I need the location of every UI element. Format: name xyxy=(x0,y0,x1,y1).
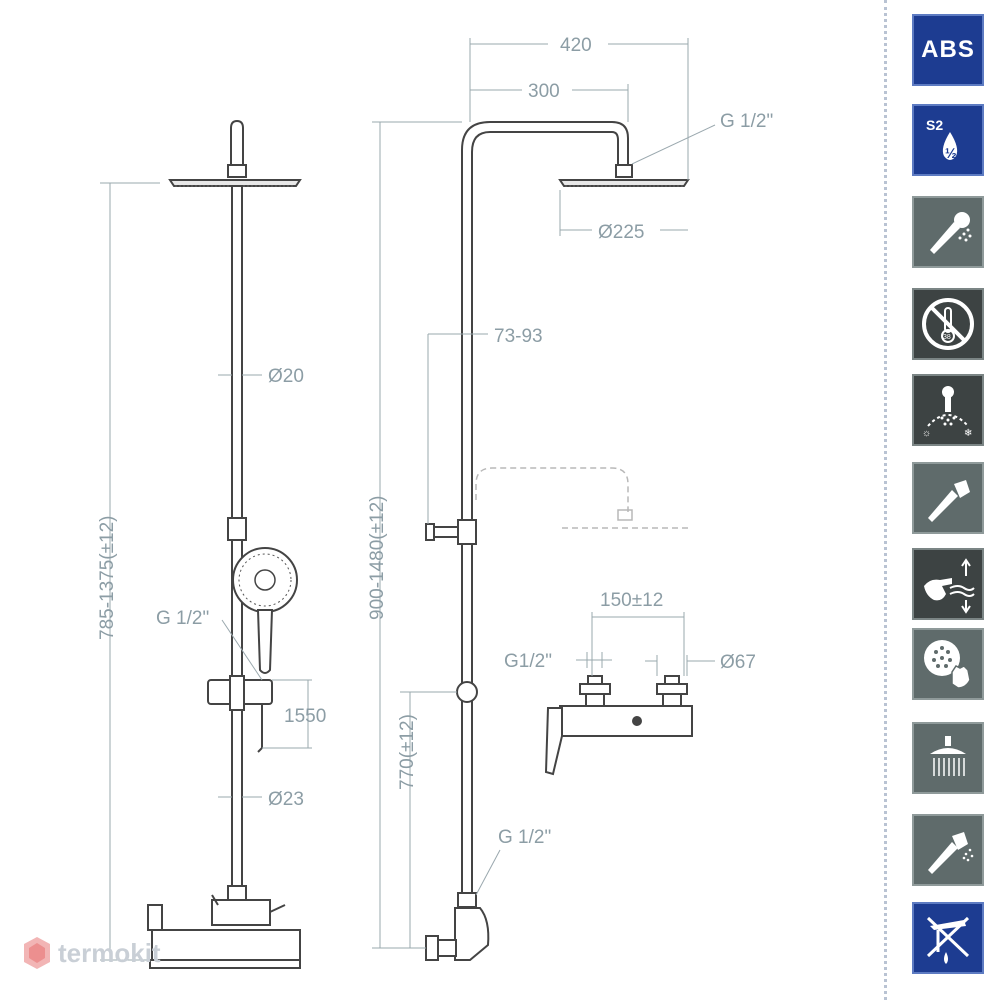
easy-clean-nozzles-icon xyxy=(912,628,984,700)
hand-shower-spray-icon xyxy=(912,196,984,268)
side-view: 420 300 G 1/2" Ø225 73-93 900-1480(±12) … xyxy=(367,35,773,961)
mixer-detail: 150±12 G1/2" Ø67 xyxy=(504,590,756,776)
front-view: 785-1375(±12) Ø20 G 1/2" 1550 Ø23 xyxy=(97,119,326,969)
dim-width-arm: 300 xyxy=(528,81,560,102)
dim-hose-length: 1550 xyxy=(284,706,326,727)
hot-cold-mixer-icon: ☼ ❄ xyxy=(912,374,984,446)
brand-name: termokit xyxy=(58,937,161,968)
no-thermostat-icon: 38 xyxy=(912,288,984,360)
svg-text:❄: ❄ xyxy=(964,428,972,439)
dim-inlet-thread-top: G 1/2" xyxy=(720,111,773,132)
hexagon-logo-icon xyxy=(24,937,50,969)
technical-drawing: 785-1375(±12) Ø20 G 1/2" 1550 Ø23 xyxy=(97,35,773,969)
dim-cover-diameter: Ø67 xyxy=(720,652,756,673)
column-divider xyxy=(884,0,887,1000)
hand-shower-icon xyxy=(912,462,984,534)
dim-center-distance: 150±12 xyxy=(600,590,663,611)
brand-logo: termokit xyxy=(22,935,161,971)
dim-mixer-height: 770(±12) xyxy=(397,714,418,790)
dim-width-top: 420 xyxy=(560,35,592,56)
overhead-rain-icon xyxy=(912,722,984,794)
dim-total-height-front: 785-1375(±12) xyxy=(97,515,118,640)
feature-icons: ABS S2 ½ 38 ☼ ❄ xyxy=(912,0,984,1000)
temp-label: 38 xyxy=(943,334,951,341)
dim-inlet-thread-mixer: G1/2" xyxy=(504,651,552,672)
dim-hose-thread: G 1/2" xyxy=(156,608,209,629)
abs-icon: ABS xyxy=(912,14,984,86)
svg-text:☼: ☼ xyxy=(922,428,931,439)
height-adjust-icon xyxy=(912,548,984,620)
dim-pipe-diameter-upper: Ø20 xyxy=(268,366,304,387)
dim-total-height-side: 900-1480(±12) xyxy=(367,495,388,620)
s2-half-icon: S2 ½ xyxy=(912,104,984,176)
half-label: ½ xyxy=(945,145,957,161)
dim-pipe-diameter-lower: Ø23 xyxy=(268,789,304,810)
dim-head-diameter: Ø225 xyxy=(598,222,644,243)
hand-shower-jet-icon xyxy=(912,814,984,886)
s2-label: S2 xyxy=(926,117,943,133)
abs-label: ABS xyxy=(921,36,975,63)
dim-slide-range: 73-93 xyxy=(494,326,543,347)
no-bathtub-spout-icon xyxy=(912,902,984,974)
dim-outlet-thread-bottom: G 1/2" xyxy=(498,827,551,848)
